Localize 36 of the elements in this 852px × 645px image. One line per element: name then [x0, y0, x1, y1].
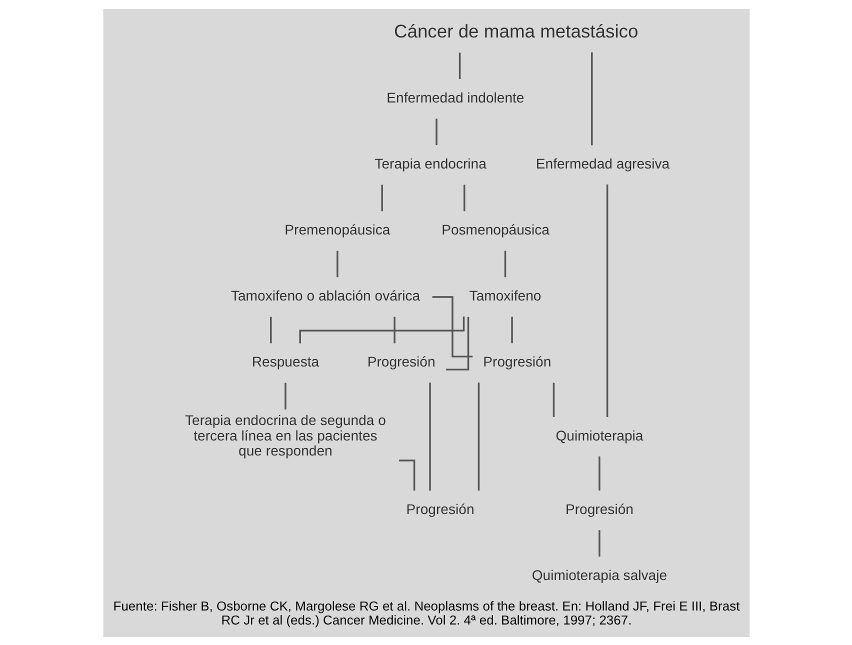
connector: [435, 118, 437, 145]
node-text: Premenopáusica: [284, 221, 390, 238]
node-text: Posmenopáusica: [441, 221, 549, 238]
connector: [380, 184, 382, 211]
connector: [504, 250, 506, 277]
node-text: Tamoxifeno o ablación ovárica: [230, 287, 420, 304]
connector: [606, 184, 608, 416]
connector: [270, 316, 272, 343]
connector: [510, 316, 512, 343]
node-text: Enfermedad agresiva: [535, 155, 670, 172]
caption: Fuente: Fisher B, Osborne CK, Margolese RG et al. Neoplasms of the breast. En: Holland JF, Frei E III, Brast RC Jr et al (eds.) Cancer Medicine. Vol 2. 4ª ed. Baltimore, 1997; 2367.: [112, 598, 740, 628]
node-text: Progresión: [482, 353, 551, 370]
connector: [393, 316, 395, 343]
connector: [432, 296, 472, 357]
node-text: Progresión: [406, 500, 474, 516]
connector: [458, 52, 460, 79]
node-text: Progresión: [564, 500, 633, 516]
connector: [284, 382, 286, 409]
node-text: Quimioterapia: [555, 426, 643, 443]
connector: [552, 382, 554, 416]
node-text: Quimioterapia salvaje: [531, 566, 667, 583]
connector: [336, 250, 338, 277]
connector: [428, 382, 430, 490]
connector: [477, 382, 480, 490]
node-text: Enfermedad indolente: [386, 89, 524, 106]
node-text: Terapia endocrina de segunda o tercera línea en las pacientes que responden: [184, 412, 386, 458]
node-text: Progresión: [366, 353, 435, 370]
connector: [590, 52, 592, 145]
connector: [598, 530, 600, 556]
node-text: Tamoxifeno: [468, 287, 541, 304]
connector: [598, 456, 600, 490]
node-text: Respuesta: [251, 353, 319, 370]
connector: [463, 184, 465, 211]
node-text: Cáncer de mama metastásico: [393, 20, 638, 41]
node-text: Terapia endocrina: [374, 155, 486, 172]
connector: [445, 316, 469, 370]
